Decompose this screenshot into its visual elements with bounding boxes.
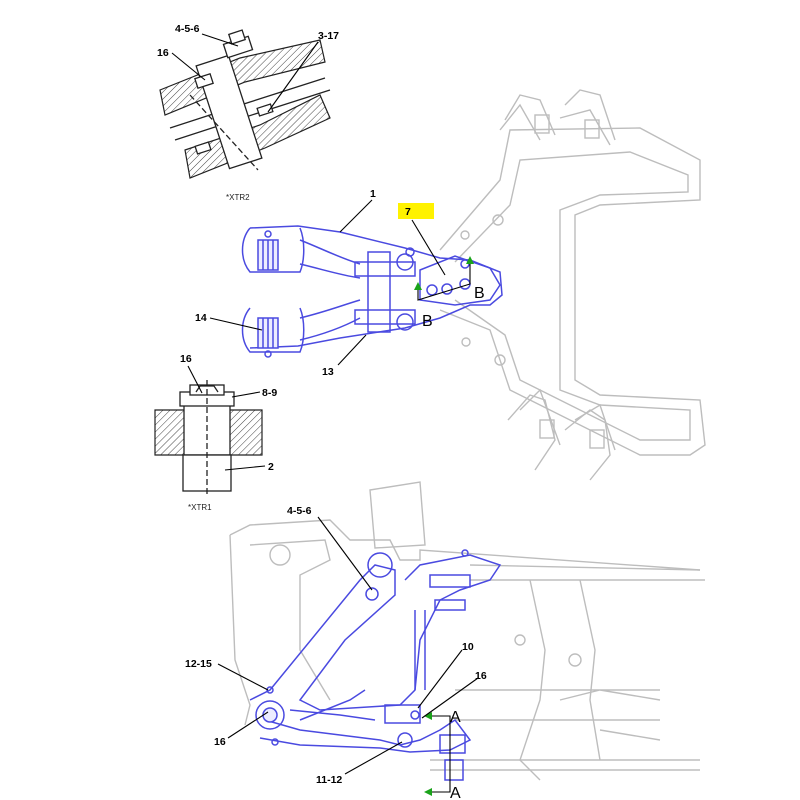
detail-xtr1 <box>154 380 263 495</box>
callout-3-17: 3-17 <box>318 30 339 42</box>
section-label-a-bottom: A <box>450 785 461 800</box>
callout-14: 14 <box>195 312 207 324</box>
callout-7: 7 <box>405 206 411 218</box>
callout-16-mid: 16 <box>180 353 192 365</box>
callout-16-bottom-right: 16 <box>475 670 487 682</box>
callout-1: 1 <box>370 188 376 200</box>
note-xtr2: *XTR2 <box>226 193 250 202</box>
section-label-a-top: A <box>450 709 461 726</box>
upper-link-assembly <box>241 225 503 358</box>
section-b-indicator <box>414 256 474 301</box>
bushing-upper <box>257 239 279 271</box>
callout-11-12: 11-12 <box>316 774 342 786</box>
callout-4-5-6-top: 4-5-6 <box>175 23 200 35</box>
section-labels: B B A A <box>422 285 485 800</box>
callout-16-bottom-left: 16 <box>214 736 226 748</box>
callout-12-15: 12-15 <box>185 658 212 670</box>
detail-notes: *XTR2 *XTR1 <box>188 193 250 512</box>
ghost-frame-upper <box>439 89 706 481</box>
highlight-7 <box>398 203 434 219</box>
callout-13: 13 <box>322 366 334 378</box>
bushing-lower <box>257 317 279 349</box>
callout-4-5-6-bottom: 4-5-6 <box>287 505 312 517</box>
section-a-indicator <box>424 712 451 796</box>
callout-labels: 4-5-6 16 3-17 1 7 14 13 16 8-9 2 4-5-6 1… <box>157 23 487 786</box>
section-label-b-right: B <box>474 285 485 302</box>
leader-lines <box>171 33 479 775</box>
lower-linkage <box>249 549 502 781</box>
callout-2: 2 <box>268 461 274 473</box>
lower-ghost <box>229 481 705 781</box>
detail-xtr2 <box>159 29 331 179</box>
section-label-b-left: B <box>422 313 433 330</box>
note-xtr1: *XTR1 <box>188 503 212 512</box>
callout-10: 10 <box>462 641 474 653</box>
callout-8-9: 8-9 <box>262 387 277 399</box>
callout-16-top: 16 <box>157 47 169 59</box>
